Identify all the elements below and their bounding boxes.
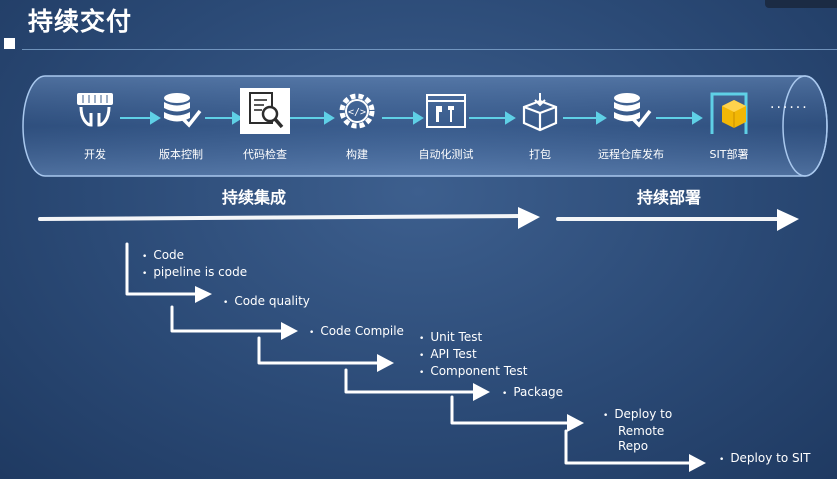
keyboard-hands-icon xyxy=(70,88,120,134)
step-code: Code pipeline is code xyxy=(142,248,247,282)
stage-label: 构建 xyxy=(346,148,368,161)
ci-phase-arrow xyxy=(38,207,540,229)
title-divider xyxy=(22,49,837,50)
stage-label: 开发 xyxy=(84,148,106,161)
page-title: 持续交付 xyxy=(28,7,133,36)
phase-label-ci: 持续集成 xyxy=(222,188,287,207)
test-tools-icon xyxy=(421,88,471,134)
svg-text:</>: </> xyxy=(348,107,366,118)
step-tests: Unit Test API Test Component Test xyxy=(419,330,527,381)
step-item: Deploy to SIT xyxy=(719,451,810,468)
step-code-compile: Code Compile xyxy=(309,324,404,341)
step-item: Component Test xyxy=(419,364,527,381)
stage-remote-repo-publish: 远程仓库发布 xyxy=(591,88,671,162)
stage-label: 版本控制 xyxy=(159,148,203,161)
stage-develop: 开发 xyxy=(55,88,135,162)
step-deploy-sit: Deploy to SIT xyxy=(719,451,810,468)
phase-label-cd: 持续部署 xyxy=(637,188,702,207)
gear-code-icon: </> xyxy=(332,88,382,134)
stage-automated-testing: 自动化测试 xyxy=(406,88,486,162)
step-item: Code quality xyxy=(223,294,310,311)
step-item: Unit Test xyxy=(419,330,527,347)
title-bullet xyxy=(4,38,15,49)
staircase-arrowheads xyxy=(195,286,706,472)
deploy-cube-icon xyxy=(704,88,754,134)
package-box-icon xyxy=(515,88,565,134)
step-item: Repo xyxy=(618,439,649,453)
step-item: Package xyxy=(502,385,563,402)
stage-label: 远程仓库发布 xyxy=(598,148,664,161)
step-item: Code xyxy=(142,248,247,265)
step-item: Code Compile xyxy=(309,324,404,341)
stage-label: 自动化测试 xyxy=(418,148,474,161)
cd-phase-arrow xyxy=(556,209,799,231)
step-package: Package xyxy=(502,385,563,402)
stage-version-control: 版本控制 xyxy=(141,88,221,162)
stage-connector-arrows xyxy=(120,111,703,125)
stage-label: 代码检查 xyxy=(243,148,287,161)
step-code-quality: Code quality xyxy=(223,294,310,311)
step-item: Remote xyxy=(618,424,665,438)
step-deploy-remote-repo: Deploy to Remote Repo xyxy=(603,407,672,454)
stage-sit-deploy: SIT部署 xyxy=(689,88,769,162)
corner-logo xyxy=(765,0,837,8)
step-item: Deploy to xyxy=(603,407,672,424)
pipeline-ellipsis: ······ xyxy=(770,100,809,116)
database-check-icon xyxy=(606,88,656,134)
staircase-arrows xyxy=(125,242,692,465)
stage-label: SIT部署 xyxy=(709,148,749,161)
stage-build: </> 构建 xyxy=(317,88,397,162)
database-check-icon xyxy=(156,88,206,134)
step-item: pipeline is code xyxy=(142,265,247,282)
document-search-icon xyxy=(240,88,290,134)
step-item: API Test xyxy=(419,347,527,364)
stage-code-inspection: 代码检查 xyxy=(225,88,305,162)
stage-package: 打包 xyxy=(500,88,580,162)
stage-label: 打包 xyxy=(529,148,551,161)
